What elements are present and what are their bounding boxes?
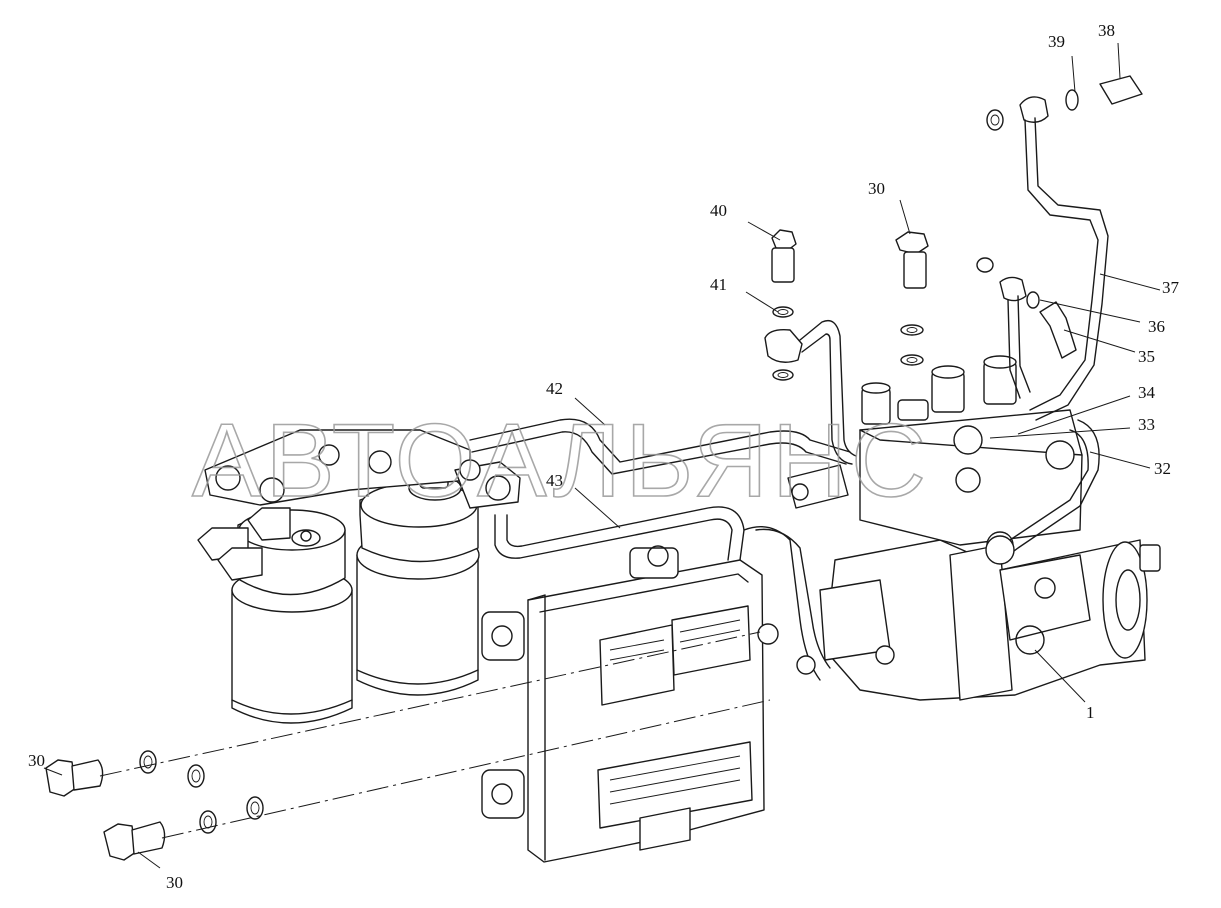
callout-35: 35 [1138, 347, 1155, 366]
callout-43: 43 [546, 471, 563, 490]
callout-40: 40 [710, 201, 727, 220]
callout-42: 42 [546, 379, 563, 398]
callout-30-bottom: 30 [166, 873, 183, 892]
callout-36: 36 [1148, 317, 1165, 336]
banjo-fitting-40 [764, 229, 857, 465]
banjo-bolts-30-lower [45, 631, 771, 861]
callout-39: 39 [1048, 32, 1065, 51]
callout-38: 38 [1098, 21, 1115, 40]
callout-34: 34 [1138, 383, 1156, 402]
callout-30-left: 30 [28, 751, 45, 770]
leader-lines [43, 42, 1161, 869]
callout-30-top: 30 [868, 179, 885, 198]
banjo-bolt-30-top [895, 231, 929, 421]
callout-labels: 1 30 30 30 32 33 34 35 36 37 38 39 40 41… [28, 21, 1180, 892]
callout-33: 33 [1138, 415, 1155, 434]
fuel-filter-assembly [197, 429, 521, 724]
watermark-text: АВТОАЛЬЯНС [192, 403, 930, 519]
ecu-control-unit [481, 545, 779, 863]
callout-32: 32 [1154, 459, 1171, 478]
callout-1: 1 [1086, 703, 1095, 722]
callout-37: 37 [1162, 278, 1180, 297]
callout-41: 41 [710, 275, 727, 294]
fuel-pipe-37 [976, 75, 1143, 565]
fuel-lines [469, 418, 851, 681]
